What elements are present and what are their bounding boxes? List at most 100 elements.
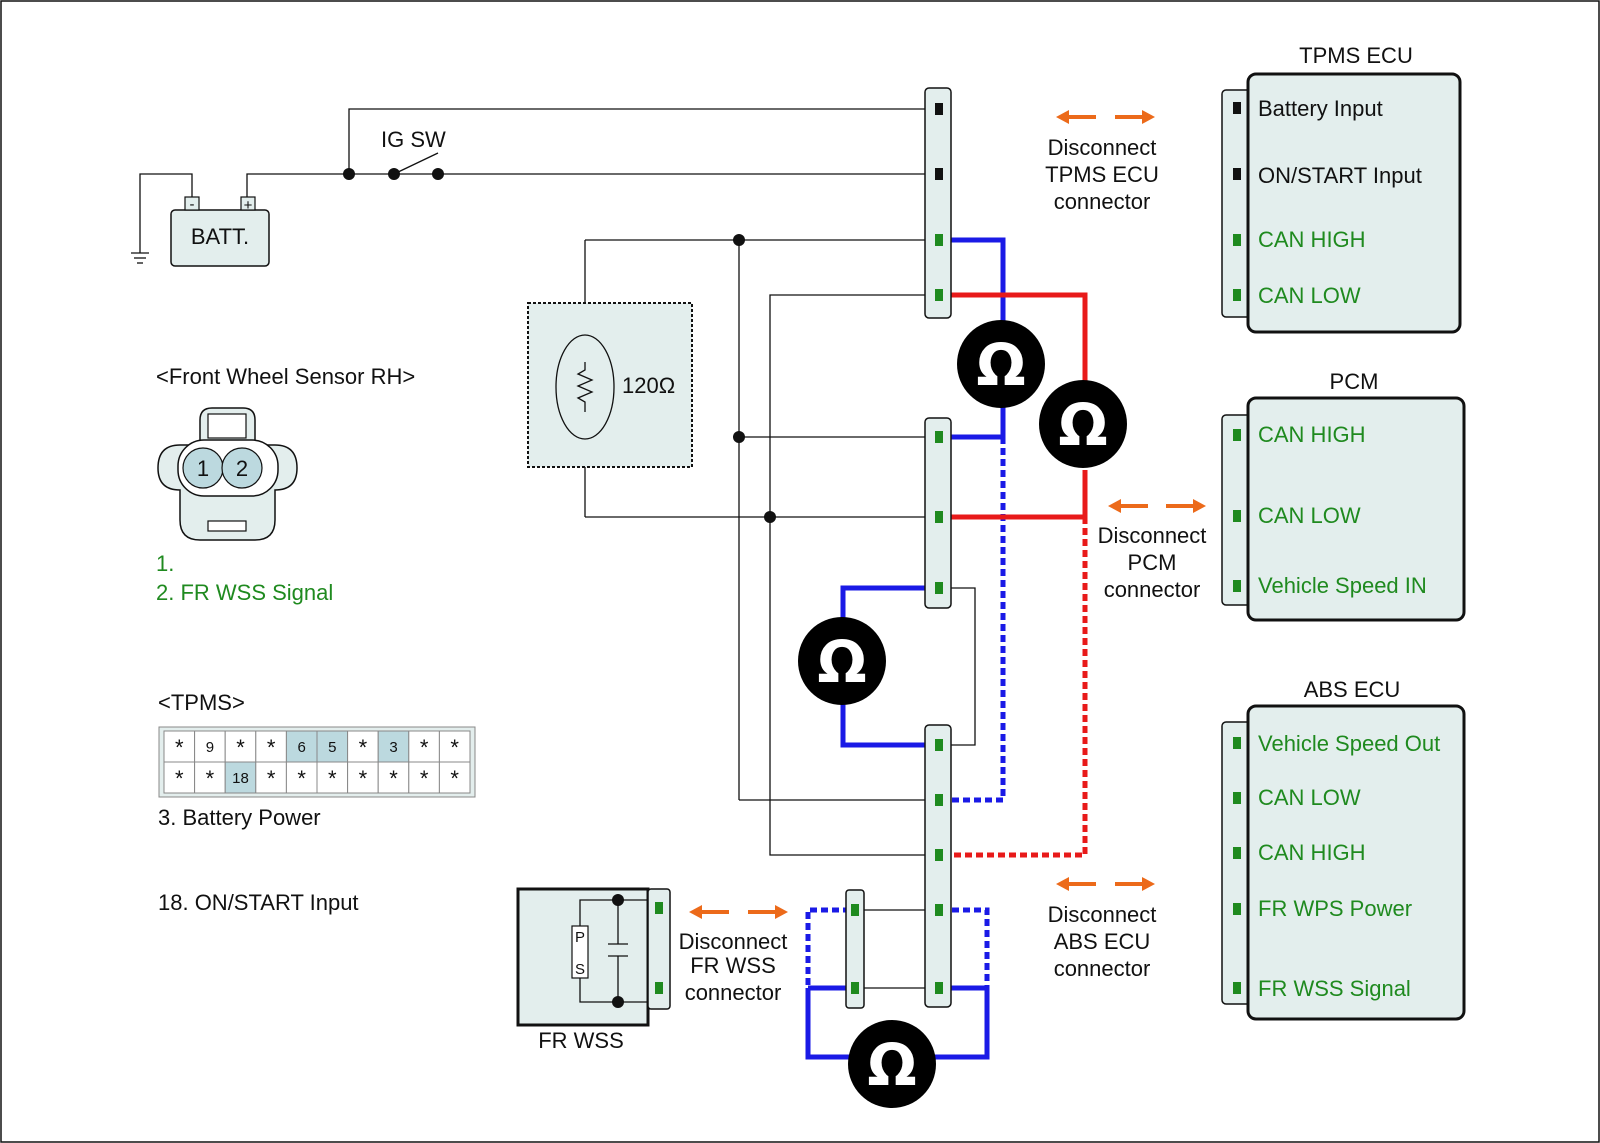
- tpms-pin-label: *: [450, 766, 459, 791]
- tpms-pin-cell: [347, 761, 379, 794]
- connector-pcm: [924, 417, 952, 609]
- front-sensor-connector-face: 1 2: [157, 407, 298, 541]
- svg-text:P: P: [575, 929, 585, 946]
- tpms-pin-cell: [377, 730, 410, 763]
- tpms-pin-cell: [194, 730, 226, 763]
- tpms-pin-label: *: [267, 735, 276, 760]
- svg-text:2: 2: [236, 456, 248, 481]
- svg-text:S: S: [575, 961, 585, 978]
- tpms-pin-cell: [255, 730, 287, 763]
- fr-wss-sensor: P S: [516, 887, 671, 1027]
- svg-text:Vehicle Speed Out: Vehicle Speed Out: [1258, 731, 1440, 756]
- svg-text:-: -: [190, 196, 195, 213]
- front-sensor-pin-2: 2. FR WSS Signal: [156, 580, 333, 605]
- tpms-pin-label: 5: [328, 739, 336, 756]
- tpms-pin-label: *: [420, 766, 429, 791]
- svg-text:FR WPS Power: FR WPS Power: [1258, 896, 1412, 921]
- ecu-tpms-title: TPMS ECU: [1299, 43, 1413, 68]
- svg-text:Ω: Ω: [817, 628, 866, 696]
- tpms-pin-label: *: [450, 735, 459, 760]
- tpms-pin-label: *: [420, 735, 429, 760]
- svg-text:CAN LOW: CAN LOW: [1258, 503, 1361, 528]
- svg-text:BATT.: BATT.: [191, 224, 249, 249]
- disconnect-abs: Disconnect ABS ECU connector: [1048, 877, 1156, 981]
- tpms-pin-cell: [285, 730, 318, 763]
- tpms-pin-cell: [224, 730, 257, 763]
- ecu-tpms: TPMS ECU Battery Input ON/START Input CA…: [1221, 43, 1462, 334]
- front-sensor-title: <Front Wheel Sensor RH>: [156, 364, 415, 389]
- tpms-pin-cell: [194, 761, 226, 794]
- ecu-abs-title: ABS ECU: [1304, 677, 1401, 702]
- tpms-pin-cell: [224, 761, 257, 794]
- tpms-pin-label: *: [389, 766, 398, 791]
- tpms-note-3: 3. Battery Power: [158, 805, 321, 830]
- svg-text:connector: connector: [1054, 189, 1151, 214]
- svg-text:ABS ECU: ABS ECU: [1054, 929, 1151, 954]
- svg-text:FR WSS Signal: FR WSS Signal: [1258, 976, 1411, 1001]
- tpms-pin-cell: [316, 761, 349, 794]
- connector-abs: [924, 724, 952, 1008]
- svg-text:connector: connector: [1104, 577, 1201, 602]
- connector-wss-harness: [845, 889, 865, 1009]
- tpms-pin-cell: [408, 761, 440, 794]
- svg-text:connector: connector: [685, 980, 782, 1005]
- tpms-pin-label: *: [267, 766, 276, 791]
- svg-text:Battery Input: Battery Input: [1258, 96, 1383, 121]
- disconnect-pcm: Disconnect PCM connector: [1098, 499, 1207, 602]
- disconnect-tpms: Disconnect TPMS ECU connector: [1045, 110, 1159, 214]
- tpms-pin-cell: [347, 730, 379, 763]
- svg-text:Ω: Ω: [867, 1031, 916, 1099]
- svg-text:PCM: PCM: [1128, 550, 1177, 575]
- tpms-pin-label: 9: [206, 739, 214, 756]
- tpms-pin-label: *: [175, 735, 184, 760]
- svg-text:connector: connector: [1054, 956, 1151, 981]
- ohmmeter-wss: Ω: [848, 1020, 936, 1108]
- tpms-pin-label: *: [359, 766, 368, 791]
- measurement-wires: [805, 237, 1088, 1060]
- tpms-pin-cell: [255, 761, 287, 794]
- svg-text:Ω: Ω: [1058, 391, 1107, 459]
- battery: - + BATT.: [170, 196, 270, 267]
- ecu-pcm: PCM CAN HIGH CAN LOW Vehicle Speed IN: [1221, 369, 1466, 622]
- tpms-pin-label: 3: [389, 739, 397, 756]
- svg-text:Disconnect: Disconnect: [1048, 135, 1157, 160]
- tpms-pin-label: 18: [232, 770, 249, 787]
- svg-text:TPMS ECU: TPMS ECU: [1045, 162, 1159, 187]
- terminating-resistor: 120Ω: [527, 302, 693, 468]
- ohmmeter-vehicle-speed: Ω: [798, 617, 886, 705]
- tpms-pin-cell: [438, 761, 471, 794]
- resistor-value: 120Ω: [622, 373, 675, 398]
- disconnect-fr-wss: Disconnect FR WSS connector: [679, 905, 788, 1005]
- svg-text:Ω: Ω: [976, 331, 1025, 399]
- tpms-pin-label: *: [175, 766, 184, 791]
- svg-text:FR WSS: FR WSS: [690, 953, 776, 978]
- svg-text:CAN HIGH: CAN HIGH: [1258, 422, 1366, 447]
- svg-text:1: 1: [197, 456, 209, 481]
- svg-text:CAN LOW: CAN LOW: [1258, 283, 1361, 308]
- tpms-pin-label: *: [236, 735, 245, 760]
- tpms-pin-cell: [163, 761, 196, 794]
- svg-text:Disconnect: Disconnect: [679, 929, 788, 954]
- svg-text:Disconnect: Disconnect: [1098, 523, 1207, 548]
- svg-text:Vehicle Speed IN: Vehicle Speed IN: [1258, 573, 1427, 598]
- svg-text:CAN LOW: CAN LOW: [1258, 785, 1361, 810]
- tpms-pin-label: *: [297, 766, 306, 791]
- tpms-pin-cell: [438, 730, 471, 763]
- front-sensor-pin-1: 1.: [156, 551, 174, 576]
- fr-wss-label: FR WSS: [538, 1028, 624, 1053]
- connector-tpms: [924, 87, 952, 319]
- ecu-pcm-title: PCM: [1330, 369, 1379, 394]
- ecu-abs: ABS ECU Vehicle Speed Out CAN LOW CAN HI…: [1221, 677, 1466, 1021]
- tpms-pin-label: 6: [298, 739, 306, 756]
- tpms-pin-label: *: [328, 766, 337, 791]
- ohmmeter-can-high: Ω: [957, 320, 1045, 408]
- tpms-connector-title: <TPMS>: [158, 690, 245, 715]
- svg-text:ON/START Input: ON/START Input: [1258, 163, 1422, 188]
- svg-text:CAN HIGH: CAN HIGH: [1258, 840, 1366, 865]
- svg-text:CAN HIGH: CAN HIGH: [1258, 227, 1366, 252]
- tpms-note-18: 18. ON/START Input: [158, 890, 359, 915]
